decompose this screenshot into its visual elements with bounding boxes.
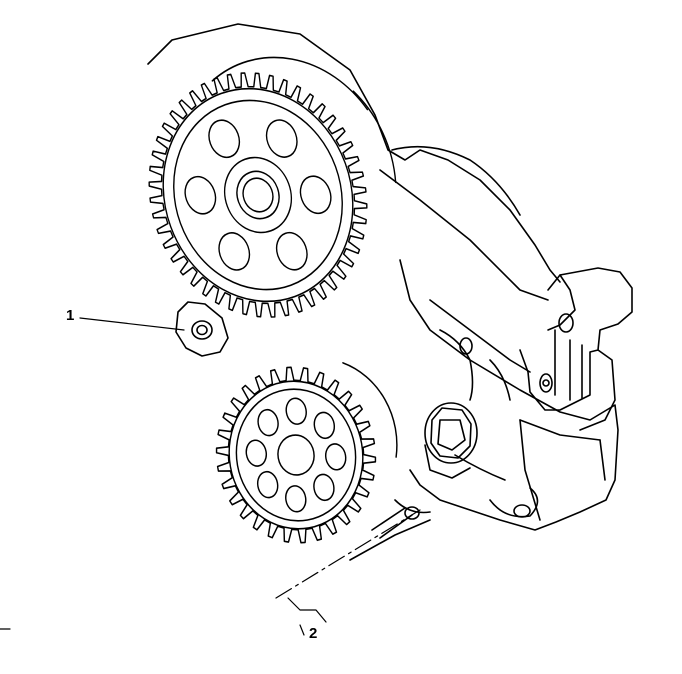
centerline — [275, 509, 421, 599]
callout-2-leader — [287, 597, 327, 623]
small-gear-hole — [324, 443, 347, 471]
large-gear-hole — [275, 231, 308, 271]
small-gear-hole — [245, 439, 268, 467]
large-idler-gear — [148, 72, 368, 318]
callout-2-tick — [299, 624, 305, 636]
small-gear-hole — [313, 473, 335, 502]
small-gear-teeth — [215, 366, 377, 544]
small-gear-hole — [256, 470, 279, 499]
small-gear-hole — [285, 397, 307, 425]
large-gear-hole — [208, 119, 241, 159]
drive-shaft — [371, 507, 413, 539]
large-gear-hole — [184, 175, 217, 215]
small-gear-hole — [285, 485, 307, 513]
callout-label-2: 2 — [309, 625, 318, 642]
large-gear-hole — [299, 175, 332, 215]
mounting-lug — [175, 301, 229, 357]
small-gear-rim-back — [342, 362, 398, 458]
callout-label-1: 1 — [66, 307, 75, 324]
large-gear-rim-back — [211, 56, 397, 184]
small-gear-hole — [313, 411, 336, 440]
large-gear-hole — [265, 119, 298, 158]
callout-1-leader — [79, 317, 185, 331]
pump-housing — [147, 23, 633, 561]
small-gear-hole — [257, 408, 279, 437]
large-gear-teeth — [148, 72, 368, 318]
callout-leaders — [0, 317, 421, 636]
small-drive-gear — [215, 366, 377, 544]
large-gear-hole — [218, 232, 251, 271]
